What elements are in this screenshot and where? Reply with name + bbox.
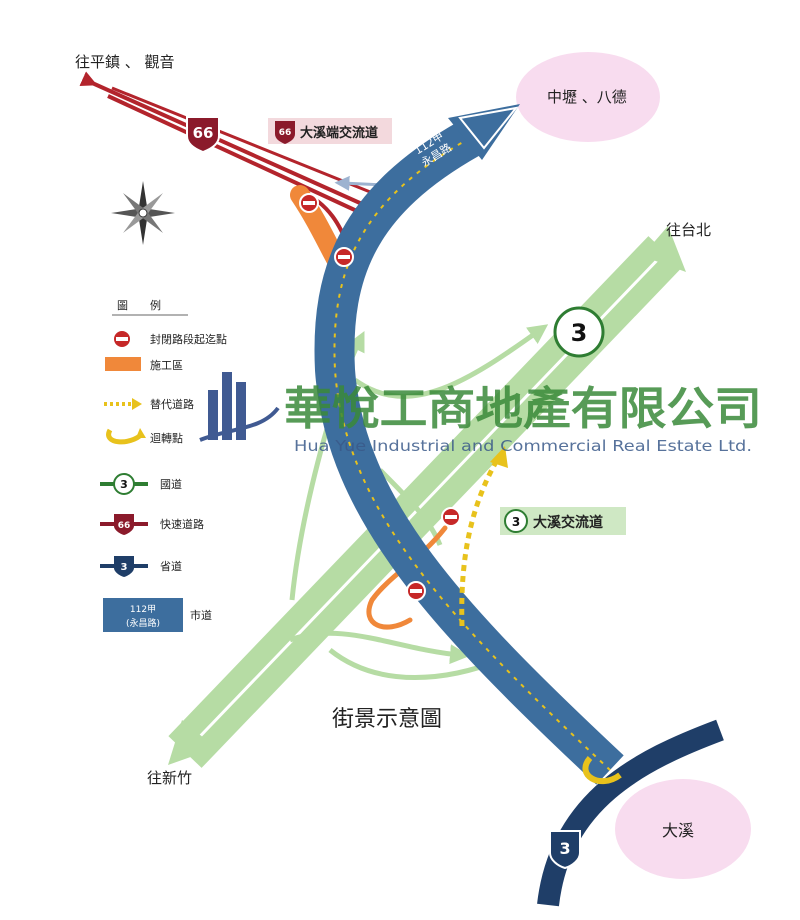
legend-label: 封閉路段起迄點 bbox=[150, 332, 227, 346]
place-label-pingzhen-guanyin: 往平鎮 、 觀音 bbox=[75, 53, 175, 71]
svg-text:66: 66 bbox=[193, 124, 214, 142]
u-turn-point bbox=[582, 756, 622, 785]
legend-label: 迴轉點 bbox=[150, 431, 183, 445]
legend-label: 省道 bbox=[160, 559, 182, 573]
city-road-112 bbox=[314, 104, 624, 785]
place-label-daxi: 大溪 bbox=[662, 821, 694, 840]
no-entry-icon bbox=[299, 193, 319, 213]
provincial-shield-icon: 3 bbox=[549, 830, 581, 870]
svg-text:3: 3 bbox=[120, 478, 128, 491]
expressway-shield-icon: 66 bbox=[275, 121, 295, 144]
no-entry-icon bbox=[334, 247, 354, 267]
legend: 圖 例 封閉路段起迄點 施工區 替代道路 迴轉點 3 國道 66 快速道路 3 … bbox=[100, 298, 227, 632]
svg-text:(永昌路): (永昌路) bbox=[126, 617, 160, 629]
building-logo-icon bbox=[199, 372, 280, 442]
provincial-shield-icon: 3 bbox=[100, 556, 148, 577]
provincial-road-3 bbox=[537, 719, 724, 907]
place-label-hsinchu: 往新竹 bbox=[147, 769, 192, 787]
legend-label: 國道 bbox=[160, 477, 182, 491]
watermark-name-en: Hua Yue Industrial and Commercial Real E… bbox=[294, 437, 752, 455]
city-road-sign-icon: 112甲 (永昌路) bbox=[103, 598, 183, 632]
svg-text:3: 3 bbox=[571, 319, 588, 347]
u-turn-icon bbox=[106, 428, 146, 445]
construction-zone-swatch bbox=[105, 357, 141, 371]
national-highway-south-arrow bbox=[168, 720, 216, 765]
national-highway-north-arrow bbox=[642, 226, 686, 272]
map-caption: 街景示意圖 bbox=[332, 707, 442, 732]
detour-route bbox=[459, 453, 503, 627]
national-highway-shield-icon: 3 bbox=[100, 473, 148, 495]
place-zhongli-bade-bubble bbox=[516, 52, 660, 142]
svg-text:3: 3 bbox=[559, 839, 570, 858]
svg-text:66: 66 bbox=[279, 128, 292, 138]
svg-text:112甲: 112甲 bbox=[130, 604, 156, 615]
legend-title: 圖 例 bbox=[117, 298, 161, 312]
legend-label: 市道 bbox=[190, 608, 212, 622]
dotted-arrow-icon bbox=[104, 398, 142, 410]
legend-label: 替代道路 bbox=[150, 397, 194, 411]
no-entry-icon bbox=[406, 581, 426, 601]
national-highway-shield-icon: 3 bbox=[504, 509, 528, 533]
legend-label: 快速道路 bbox=[160, 517, 204, 531]
compass-icon bbox=[111, 181, 175, 245]
no-entry-icon bbox=[114, 331, 130, 347]
place-daxi-bubble bbox=[615, 779, 751, 879]
daxi-duan-interchange-label: 大溪端交流道 bbox=[300, 125, 378, 141]
expressway-shield-icon: 66 bbox=[100, 514, 148, 535]
daxi-interchange-label: 大溪交流道 bbox=[533, 514, 603, 531]
expressway-shield-icon: 66 bbox=[186, 116, 220, 154]
place-label-zhongli-bade: 中壢 、八德 bbox=[547, 88, 627, 106]
place-label-taipei: 往台北 bbox=[666, 221, 711, 239]
svg-text:3: 3 bbox=[512, 515, 520, 529]
watermark-name-cn: 華悅工商地產有限公司 bbox=[284, 382, 762, 435]
company-watermark: 華悅工商地產有限公司 Hua Yue Industrial and Commer… bbox=[199, 372, 762, 455]
legend-label: 施工區 bbox=[150, 359, 183, 372]
svg-text:3: 3 bbox=[121, 562, 128, 573]
no-entry-icon bbox=[441, 507, 461, 527]
national-highway-shield-icon: 3 bbox=[553, 306, 605, 358]
svg-text:66: 66 bbox=[118, 521, 131, 531]
